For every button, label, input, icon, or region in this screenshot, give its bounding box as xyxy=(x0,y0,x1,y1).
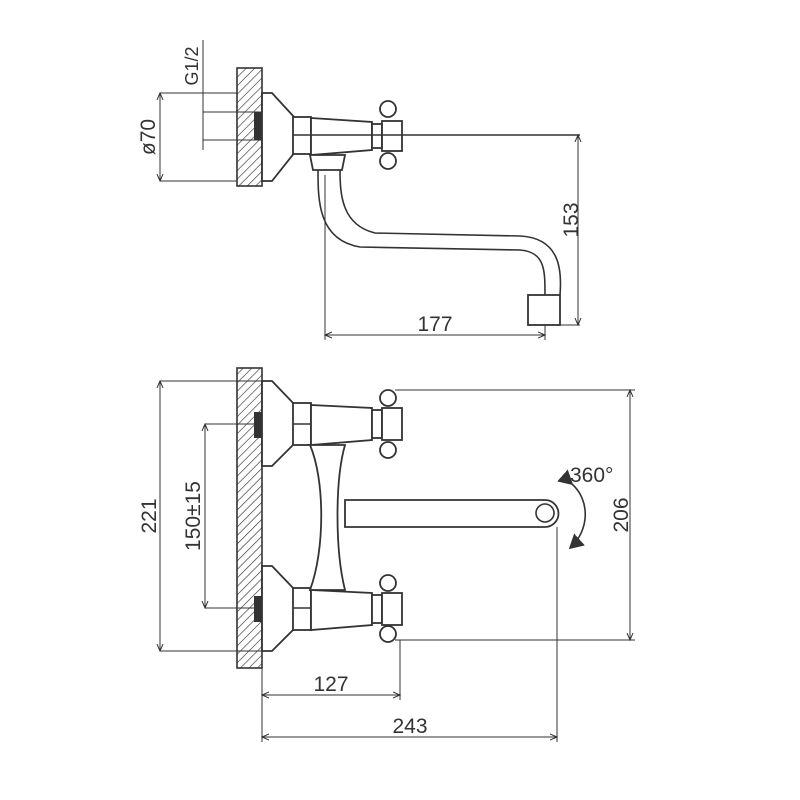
spout xyxy=(344,499,560,528)
height-label: 153 xyxy=(560,202,583,237)
handle-knob xyxy=(379,152,397,170)
diameter-label: ø70 xyxy=(137,119,160,155)
rotation-label: 360° xyxy=(570,464,613,487)
thread-label: G1/2 xyxy=(182,46,202,85)
handle-knob xyxy=(379,574,397,592)
rotation-arrow-icon xyxy=(557,469,586,550)
inlet-spacing-label: 150±15 xyxy=(182,481,205,551)
handle-depth-label: 127 xyxy=(313,673,348,696)
front-view: 221 150±15 360° 20 xyxy=(138,367,635,742)
handle-knob xyxy=(379,625,397,643)
handle-knob xyxy=(379,389,397,407)
spout xyxy=(317,169,546,296)
top-view: ø70 G1/2 153 177 xyxy=(137,40,583,340)
overall-height-label: 221 xyxy=(138,498,161,533)
reach-label: 177 xyxy=(417,313,452,336)
handle-knob xyxy=(379,441,397,459)
nozzle xyxy=(527,294,561,326)
overall-depth-label: 243 xyxy=(392,715,427,738)
handle-span-label: 206 xyxy=(610,497,633,532)
handle-knob xyxy=(379,100,397,118)
